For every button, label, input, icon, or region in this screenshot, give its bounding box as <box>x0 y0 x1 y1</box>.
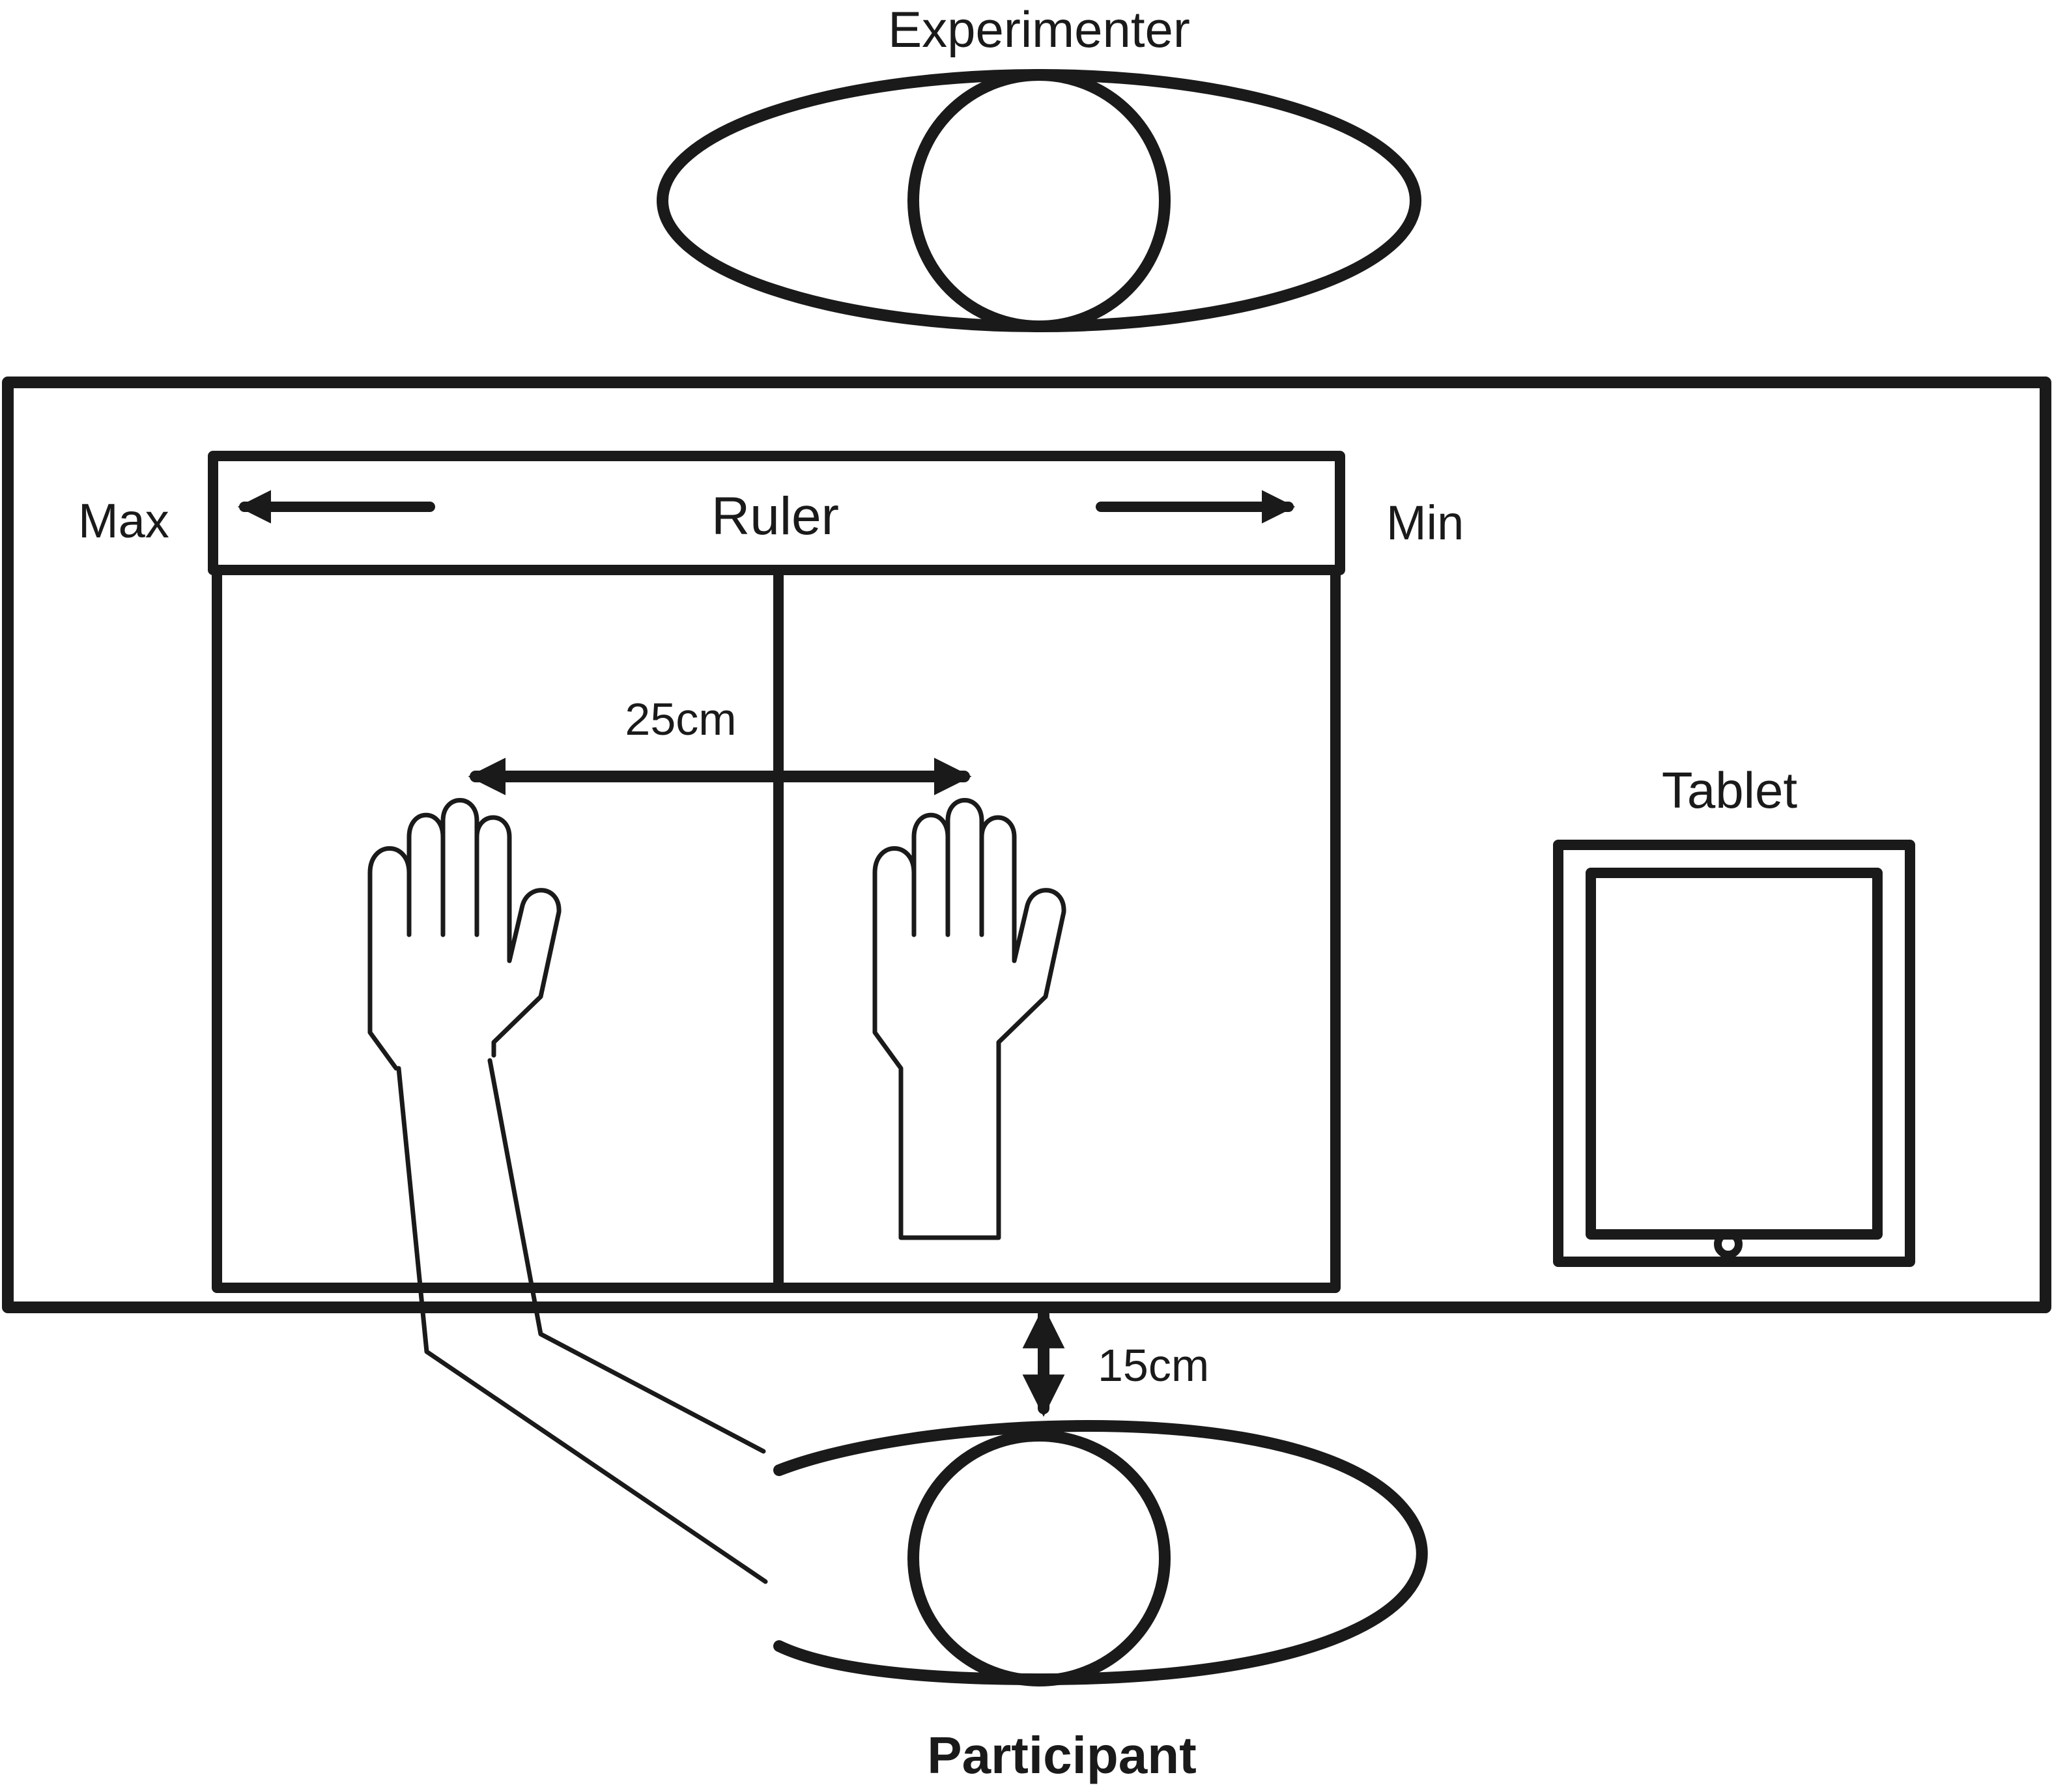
tablet-screen <box>1586 868 1883 1240</box>
experimenter-head <box>907 69 1171 332</box>
experimenter-shoulders <box>657 69 1421 332</box>
left-forearm-inner <box>487 1058 766 1454</box>
tablet-outer-frame <box>1553 840 1915 1267</box>
experimenter-figure: Experimenter <box>657 1 1421 332</box>
participant-label: Participant <box>927 1726 1196 1784</box>
participant-figure: Participant <box>773 1420 1428 1784</box>
right-hand-outline <box>872 798 1066 1240</box>
tablet-home-button <box>1714 1230 1743 1259</box>
hand-board <box>212 565 1341 1293</box>
right-hand <box>872 798 1066 1240</box>
body-distance-indicator: 15cm <box>1022 1306 1209 1417</box>
experimenter-label: Experimenter <box>888 1 1190 58</box>
tablet-label: Tablet <box>1662 761 1797 819</box>
left-hand-outline <box>367 798 562 1071</box>
left-forearm <box>396 1066 768 1584</box>
ruler-label: Ruler <box>711 487 839 546</box>
left-hand <box>367 798 768 1584</box>
hand-distance-label: 25cm <box>625 694 736 745</box>
participant-shoulders <box>773 1420 1428 1685</box>
min-label: Min <box>1386 496 1464 550</box>
body-distance-label: 15cm <box>1098 1340 1209 1391</box>
max-label: Max <box>78 494 169 548</box>
tablet: Tablet <box>1553 761 1915 1267</box>
ruler: Ruler <box>208 451 1345 575</box>
hand-distance-indicator: 25cm <box>468 694 972 795</box>
participant-head <box>907 1430 1171 1686</box>
